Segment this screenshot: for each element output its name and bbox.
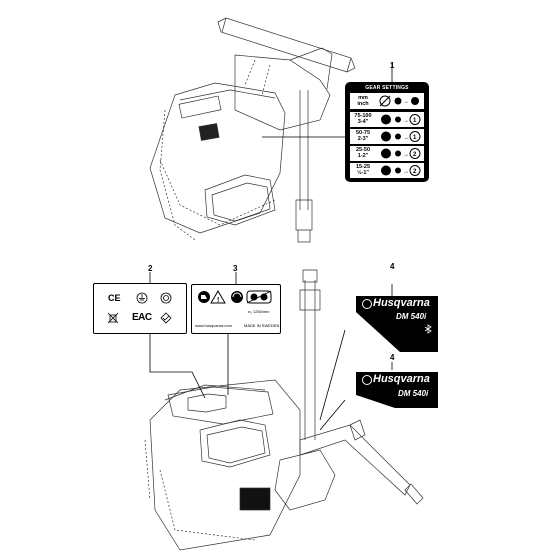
svg-text:→: → [403, 169, 409, 175]
callout-3: 3 [233, 264, 238, 273]
ce-mark: CE [108, 293, 121, 303]
gear-1-icon: → 1 [381, 114, 421, 125]
eac-mark: EAC [132, 312, 152, 323]
svg-text:!: ! [217, 297, 219, 304]
gear-2-icon: → 2 [381, 165, 421, 176]
read-manual-icon [201, 295, 207, 299]
gear-row-1: 75-100 3-4" → 1 [350, 112, 424, 127]
callout-4-top: 4 [390, 262, 395, 271]
weee-bin-icon [108, 312, 118, 324]
gear-settings-label: GEAR SETTINGS mm inch → 75-100 3-4" → 1 … [345, 82, 429, 182]
husqvarna-logo-icon [362, 299, 372, 385]
bluetooth-icon [424, 324, 432, 334]
decal-shape-top [356, 296, 438, 352]
decal-bottom-brand: Husqvarna [373, 373, 430, 385]
svg-text:→: → [403, 99, 409, 105]
gear-row-4: 15-25 ½-1" → 2 [350, 163, 424, 178]
warning-icons-row: ! [198, 290, 272, 304]
callout-4-bottom: 4 [390, 353, 395, 362]
drill-bottom-drawing [144, 62, 424, 551]
diameter-gear-icon: → [379, 95, 419, 107]
gear-1-icon: → 1 [381, 131, 421, 142]
ground-symbol-icon [136, 292, 148, 304]
decal-shape-bottom [356, 372, 438, 408]
svg-text:1: 1 [413, 118, 417, 124]
gear-row-2: 50-75 2-3" → 1 [350, 129, 424, 144]
gear-header: mm inch → [350, 93, 424, 109]
decal-top-model: DM 540i [396, 312, 427, 321]
decal-bottom-model: DM 540i [398, 389, 429, 398]
decal-top-brand: Husqvarna [373, 297, 430, 309]
ccc-mark-icon [160, 292, 172, 304]
made-in-text: MADE IN SWEDEN [244, 323, 280, 328]
callout-1: 1 [390, 61, 395, 70]
warning-label: ! n₀ 1250/min www.husqvarna.com MADE IN … [191, 284, 281, 334]
svg-text:1: 1 [413, 135, 417, 141]
svg-text:2: 2 [413, 169, 417, 175]
website-text: www.husqvarna.com [195, 323, 232, 328]
header-inch: inch [357, 101, 369, 107]
gear-2-icon: → 2 [381, 148, 421, 159]
rpm-rating: n₀ 1250/min [248, 309, 270, 314]
svg-text:→: → [403, 135, 409, 141]
drill-top-drawing [149, 17, 356, 243]
certification-label: CE EAC [93, 283, 187, 334]
svg-text:2: 2 [413, 152, 417, 158]
gear-settings-title: GEAR SETTINGS [365, 85, 409, 91]
warning-triangle-icon [210, 290, 226, 304]
header-mm: mm [358, 95, 368, 101]
callout-2: 2 [148, 264, 153, 273]
gear-row-3: 25-50 1-2" → 2 [350, 146, 424, 161]
rcm-mark-icon [160, 312, 172, 324]
svg-text:→: → [403, 152, 409, 158]
svg-text:→: → [403, 118, 409, 124]
